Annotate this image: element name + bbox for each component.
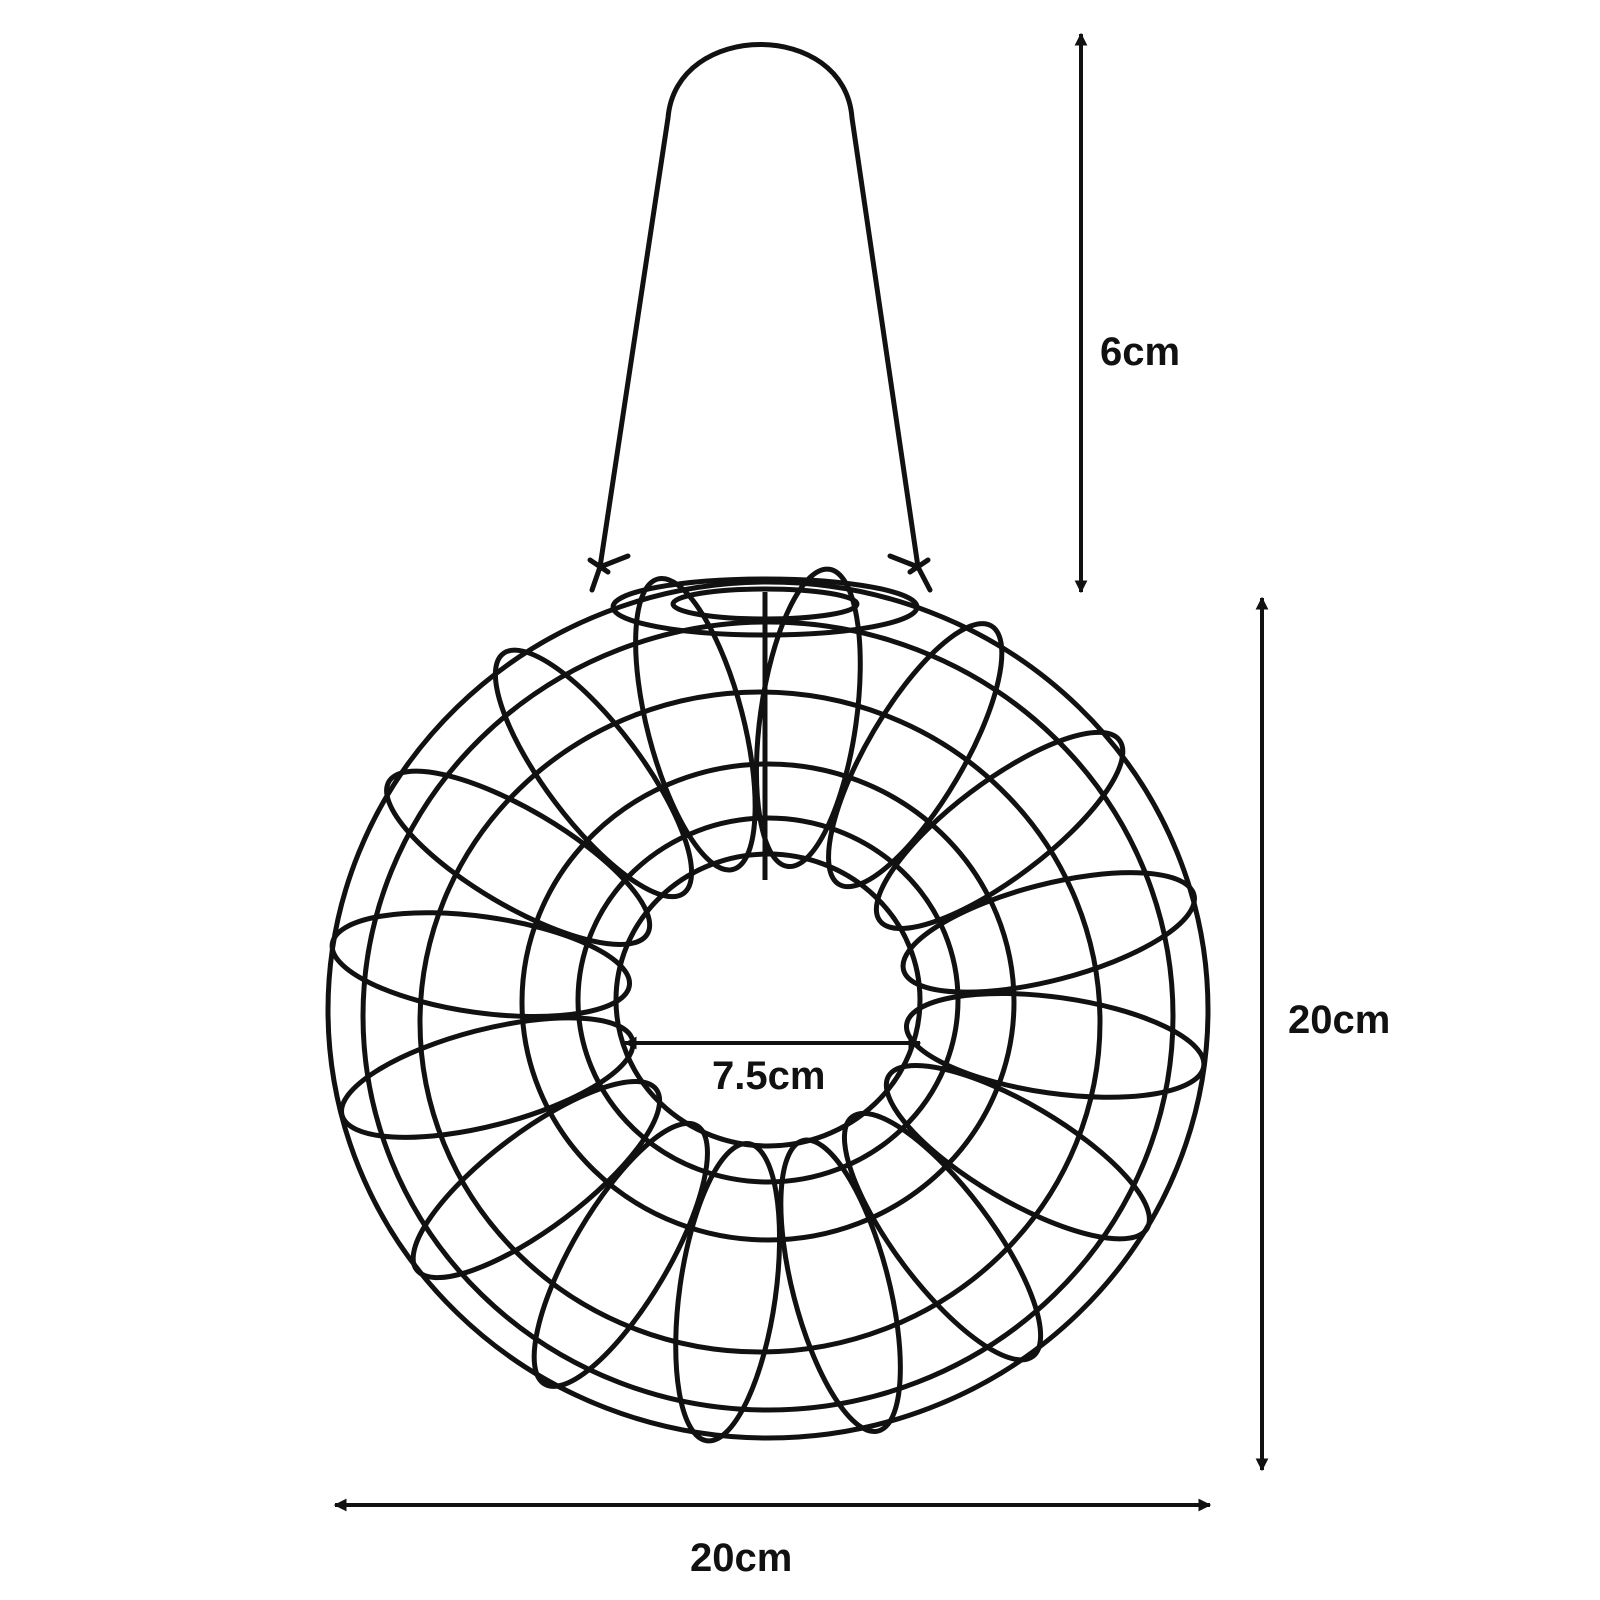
radial-wire-loop (826, 621, 1005, 890)
radial-wire-loop (841, 1110, 1044, 1363)
radial-wire-loop (900, 870, 1197, 995)
inner-opening-label: 7.5cm (712, 1054, 826, 1098)
radial-wire-loop (384, 768, 653, 947)
handle-height-label: 6cm (1100, 330, 1181, 374)
radial-wire-loop (753, 566, 863, 870)
radial-wire-loops (329, 566, 1207, 1444)
radial-wire-loop (633, 576, 758, 873)
radial-wire-loop (410, 1078, 663, 1281)
radial-wire-loop (673, 1140, 783, 1444)
hanging-handle (587, 42, 933, 593)
radial-wire-loop (492, 647, 695, 900)
radial-wire-loop (873, 729, 1126, 932)
radial-wire-loop (329, 910, 633, 1020)
outer-wire-frame (325, 579, 1211, 1441)
radial-wire-loop (778, 1137, 903, 1434)
width-label: 20cm (690, 1536, 793, 1580)
height-label: 20cm (1288, 998, 1391, 1042)
radial-wire-loop (903, 990, 1207, 1100)
radial-wire-loop (531, 1120, 710, 1389)
radial-wire-loop (883, 1063, 1152, 1242)
